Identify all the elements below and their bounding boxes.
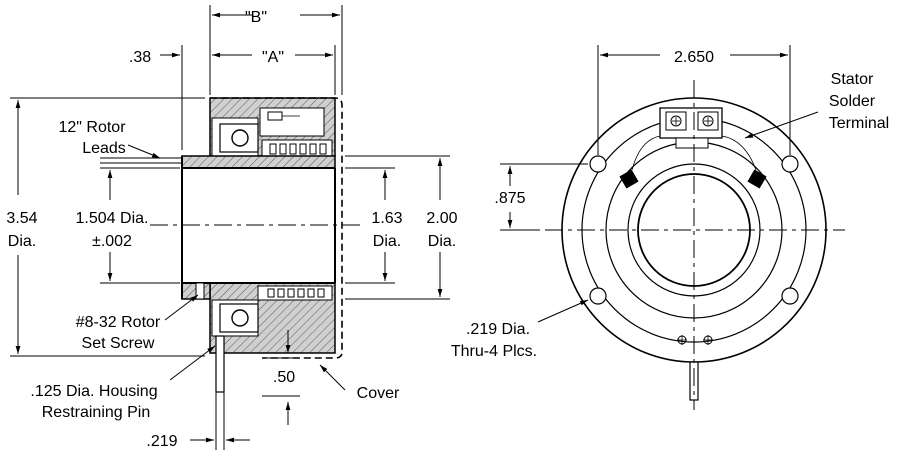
stator-terminal-line2: Solder [829, 93, 876, 110]
mount-hole-tr [781, 155, 799, 173]
brush-left [619, 169, 639, 189]
hole-note-line1: .219 Dia. [466, 321, 530, 338]
dia-200-line1: 2.00 [426, 210, 457, 227]
stator-terminal-line3: Terminal [829, 115, 889, 132]
dim-a-label: "A" [262, 49, 284, 66]
rotor-leads-line2: Leads [82, 140, 126, 157]
dia-354-line2: Dia. [8, 233, 36, 250]
side-labels: "B" "A" .38 12" Rotor Leads 3.54 Dia. 1.… [6, 9, 457, 450]
cover-outline [210, 97, 343, 359]
dia-163-line2: Dia. [373, 233, 401, 250]
dim-38-label: .38 [129, 49, 151, 66]
dim-2650-label: 2.650 [674, 49, 714, 66]
upper-bearing [219, 123, 259, 153]
mount-hole-tl [589, 155, 607, 173]
dim-50-label: .50 [273, 369, 295, 386]
dim-875-label: .875 [494, 190, 525, 207]
lower-screws [677, 335, 713, 345]
dia-1504-line2: ±.002 [92, 233, 132, 250]
dia-200-line2: Dia. [428, 233, 456, 250]
stator-terminal-block [631, 107, 757, 171]
front-dimensions [500, 45, 819, 323]
dia-163-line1: 1.63 [371, 210, 402, 227]
mount-hole-bl [589, 287, 607, 305]
dim-219-label: .219 [146, 433, 177, 450]
cover-label: Cover [357, 385, 400, 402]
lower-bearing [219, 303, 259, 333]
brush-right [747, 169, 767, 189]
rotor-sleeve-upper [181, 155, 336, 169]
dia-354-line1: 3.54 [6, 210, 37, 227]
side-dimensions [10, 5, 450, 450]
restraining-pin-line1: .125 Dia. Housing [30, 383, 157, 400]
rotor-leads-line1: 12" Rotor [58, 119, 126, 136]
hole-note-line2: Thru-4 Plcs. [451, 343, 537, 360]
restraining-pin [215, 335, 225, 393]
restraining-pin-line2: Restraining Pin [42, 404, 151, 421]
slip-rings-upper [261, 139, 333, 159]
mount-hole-br [781, 287, 799, 305]
set-screw-line2: Set Screw [82, 335, 155, 352]
stator-terminal-line1: Stator [831, 71, 874, 88]
dia-1504-line1: 1.504 Dia. [76, 210, 149, 227]
front-view [545, 80, 845, 410]
dim-b-label: "B" [245, 9, 267, 26]
slip-rings-lower [257, 285, 333, 301]
side-view [100, 97, 360, 393]
front-labels: 2.650 Stator Solder Terminal .875 .219 D… [451, 49, 889, 360]
set-screw-line1: #8-32 Rotor [76, 314, 161, 331]
